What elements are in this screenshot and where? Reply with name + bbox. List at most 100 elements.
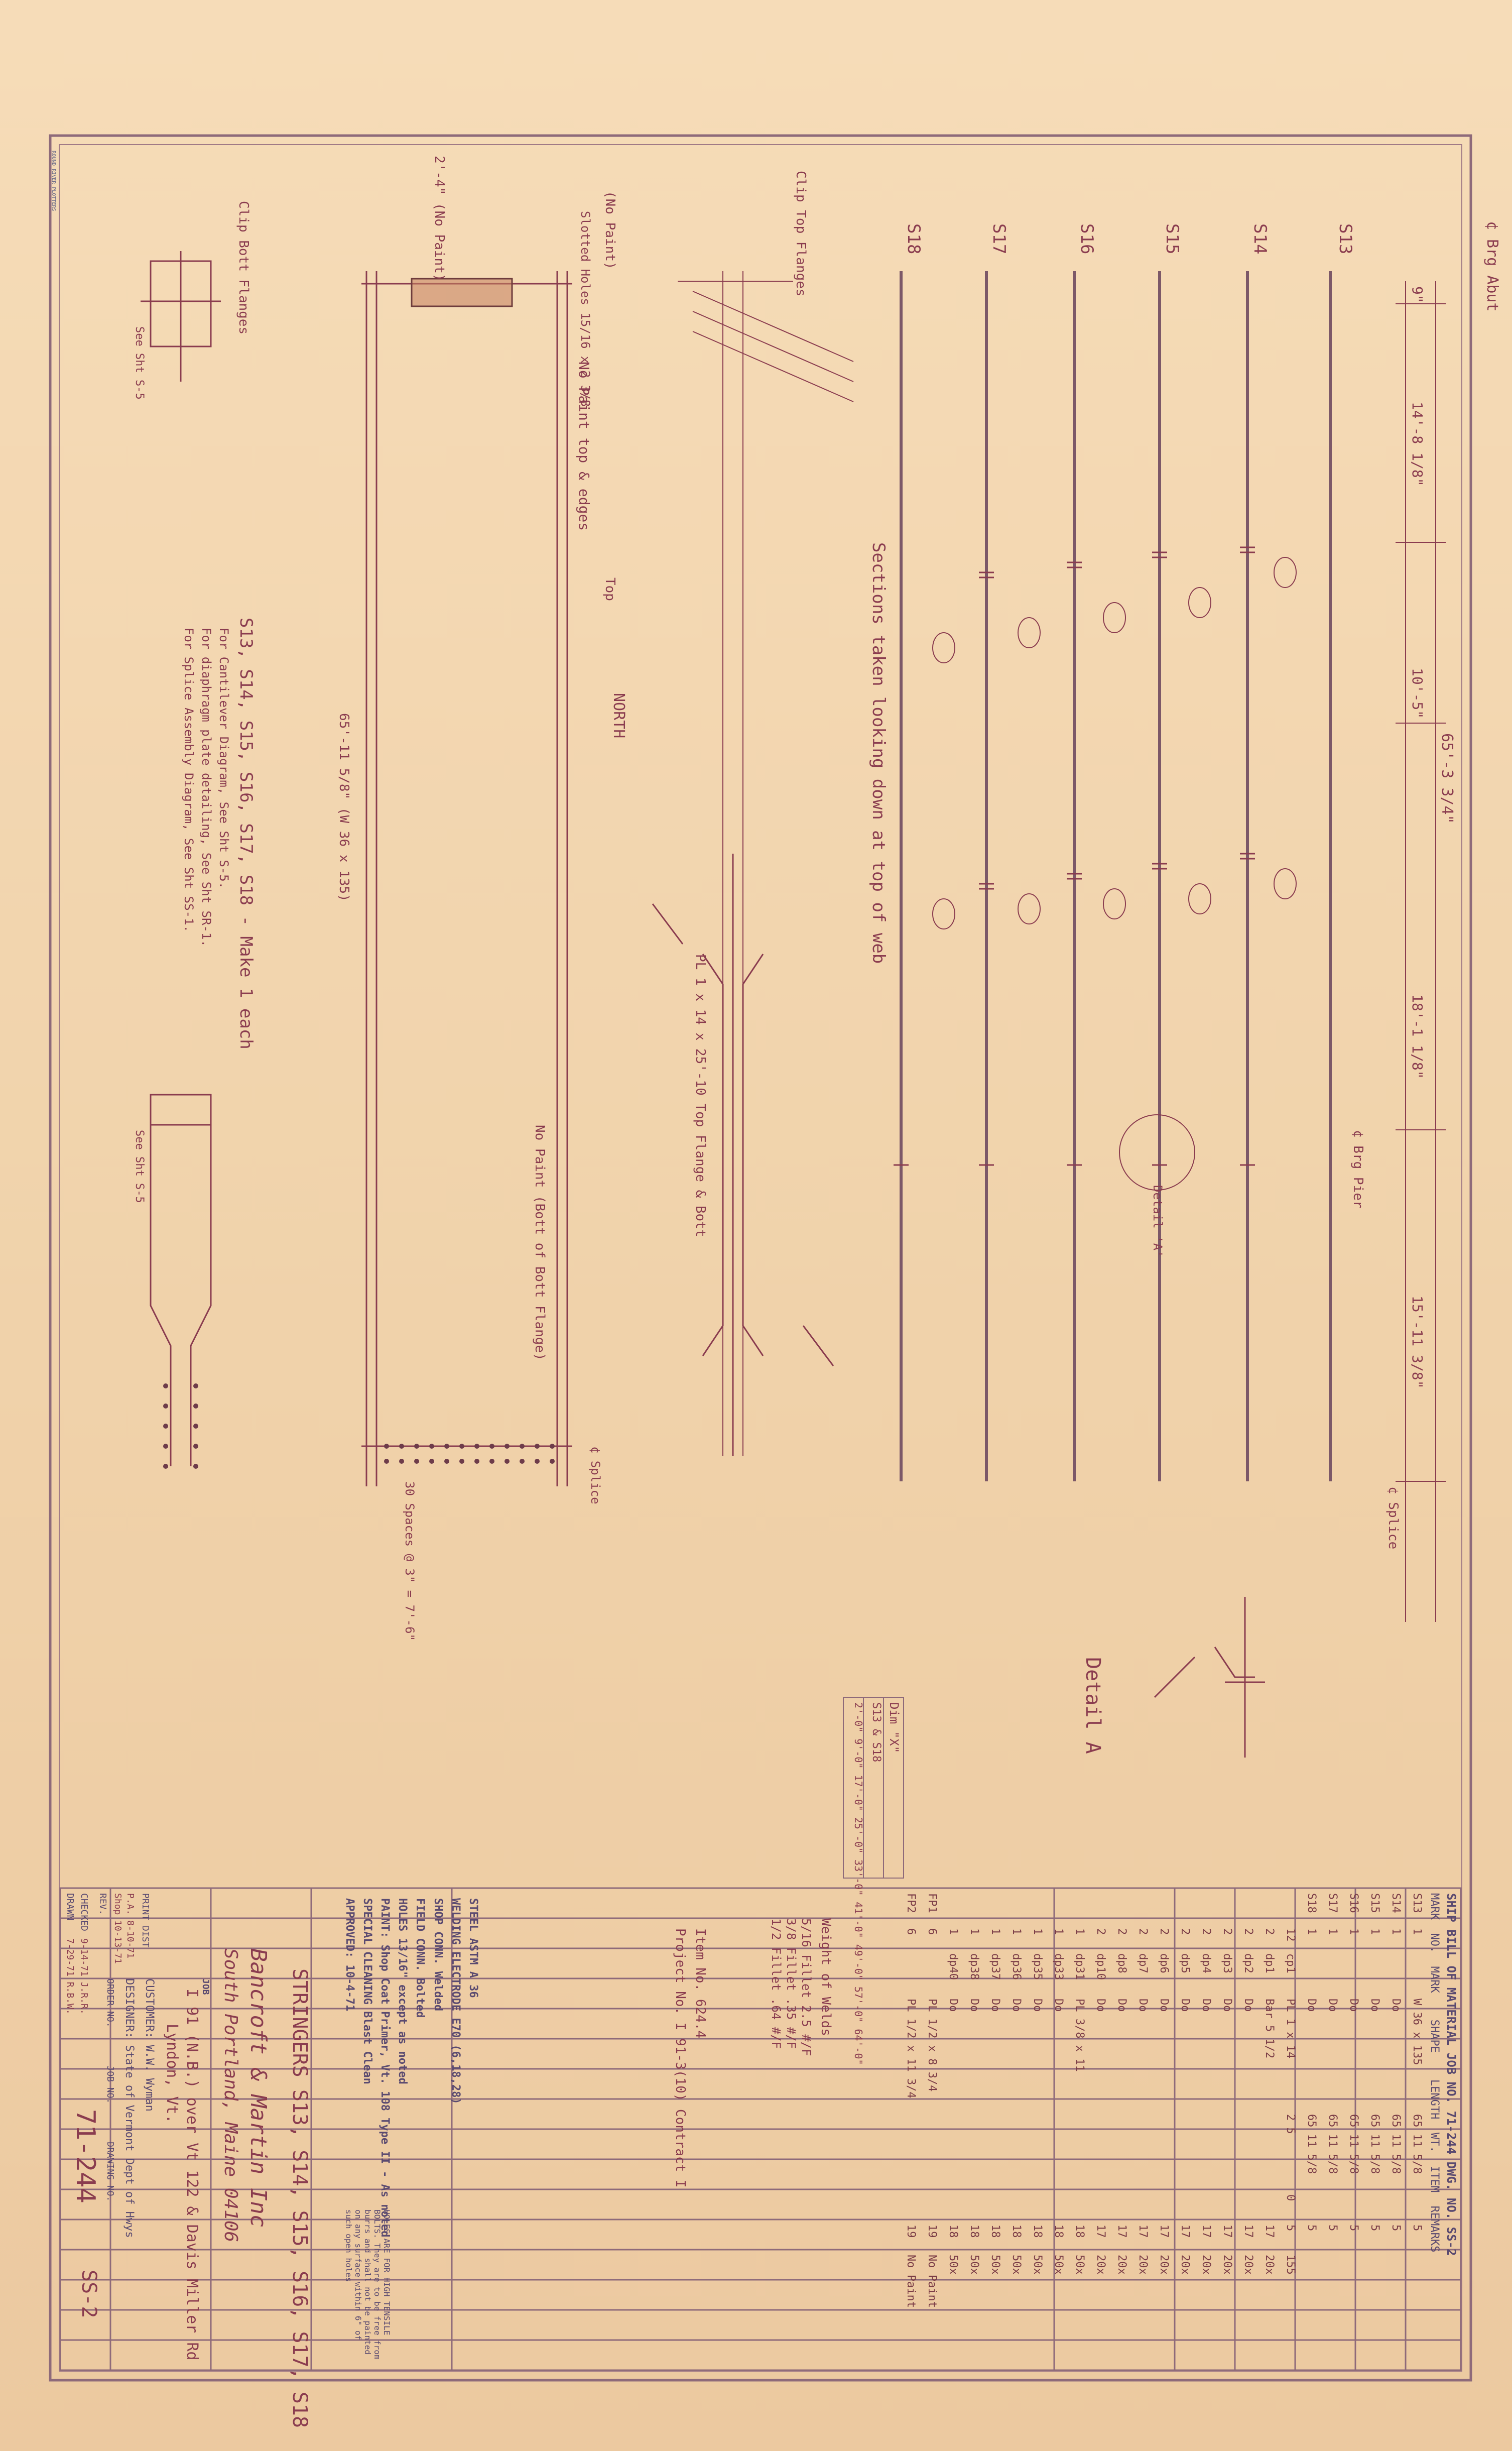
slotted-holes-note: Slotted Holes 15/16 x 2 3/8 <box>578 211 592 407</box>
stringer-mark-s18: S18 <box>904 223 924 255</box>
note-line: SPECIAL CLEANING Blast Clean <box>360 1898 373 2084</box>
bom-cell: 1 <box>1411 1928 1423 1935</box>
stringer-mark-s17: S17 <box>989 223 1009 255</box>
clip-bott-note: Clip Bott Flanges <box>236 201 251 335</box>
bom-cell: 19 <box>926 2225 938 2238</box>
bom-cell: 50x <box>989 2255 1001 2275</box>
bom-weight-welds: Weight of Welds <box>818 1918 833 2036</box>
dim-value: 49'-0" <box>852 1944 864 1980</box>
bom-cell: 2 <box>1137 1928 1149 1935</box>
bom-row: S151Do65 11 5/85 <box>1368 1893 1381 2355</box>
bom-row: 1dp40Do1850x <box>947 1893 959 2355</box>
bom-cell: Do <box>1115 1999 1128 2012</box>
bom-cell: Do <box>1368 1999 1381 2012</box>
designer-line: DESIGNER: State of Vermont Dept of Hwys <box>123 1978 136 2238</box>
bom-cell: 17 <box>1200 2225 1212 2238</box>
bom-cell: No Paint <box>926 2255 938 2308</box>
checked-label: CHECKED <box>79 1893 89 1931</box>
see-sht-top: See Sht S-5 <box>133 326 146 400</box>
bom-row: S161Do65 11 5/85 <box>1347 1893 1360 2355</box>
bom-col: NO. <box>1428 1933 1441 1953</box>
print-dist-line: Shop 10-13-71 <box>112 1893 123 1964</box>
bom-col: ITEM <box>1428 2166 1441 2193</box>
dim-table-subtitle: S13 & S18 <box>870 1702 883 1763</box>
bom-cell: dp8 <box>1115 1953 1128 1973</box>
dim-value: 2'-0" <box>852 1702 864 1733</box>
dim-value: 9'-0" <box>852 1738 864 1769</box>
bom-row: 2dp2Do1720x <box>1242 1893 1254 2355</box>
bom-row: 2dp4Do1720x <box>1200 1893 1212 2355</box>
bom-cell: dp38 <box>968 1953 980 1980</box>
bom-cell: 17 <box>1115 2225 1128 2238</box>
stringer-mark-s15: S15 <box>1162 223 1182 255</box>
top-label: Top <box>602 577 617 601</box>
bom-cell: S17 <box>1326 1893 1339 1913</box>
bom-cell: dp5 <box>1179 1953 1191 1973</box>
bom-cell: S14 <box>1390 1893 1402 1913</box>
note-line: HOLES 13/16" except as noted <box>396 1898 409 2084</box>
note-line: PAINT: Shop Coat Primer, Vt. 108 Type II… <box>379 1898 392 2238</box>
notes-block: STEEL ASTM A 36 WELDING ELECTRODE E70 (6… <box>341 1898 482 2238</box>
bom-cell: 18 <box>968 2225 980 2238</box>
ref-note-2: For diaphragm plate detailing, See Sht S… <box>199 628 213 947</box>
bom-weight-row: 1/2 Fillet .64 #/F <box>769 1918 783 2049</box>
bom-row: 2dp8Do1720x <box>1115 1893 1128 2355</box>
bom-cell: dp2 <box>1242 1953 1254 1973</box>
bom-cell: 18 <box>947 2225 959 2238</box>
bom-row: FP26PL 1/2 x 11 3/419No Paint <box>905 1893 917 2355</box>
bom-cell: 20x <box>1137 2255 1149 2275</box>
bom-cell: Do <box>1347 1999 1360 2012</box>
bom-cell: dp7 <box>1137 1953 1149 1973</box>
bom-cell: dp36 <box>1010 1953 1023 1980</box>
bom-cell: Do <box>1305 1999 1318 2012</box>
customer-line: CUSTOMER: W.W. Wyman <box>143 1978 156 2112</box>
bom-cell: 1 <box>1390 1928 1402 1935</box>
bom-cell: 20x <box>1179 2255 1191 2275</box>
bom-cell: dp33 <box>1052 1953 1065 1980</box>
bom-row: 1dp38Do1850x <box>968 1893 980 2355</box>
plate-note: PL 1 x 14 x 25'-10 Top Flange & Bott <box>693 954 708 1237</box>
stringer-mark-s13: S13 <box>1335 223 1355 255</box>
bom-cell: dp3 <box>1221 1953 1233 1973</box>
pier-label: ¢ Brg Pier <box>1350 1130 1365 1209</box>
bom-cell: dp10 <box>1094 1953 1107 1980</box>
bom-row: 2dp5Do1720x <box>1179 1893 1191 2355</box>
bom-cell: 18 <box>1073 2225 1086 2238</box>
ref-note-1: For Cantilever Diagram, See Sht S-5. <box>217 628 231 889</box>
bom-cell: 1 <box>1305 1928 1318 1935</box>
print-dist-label: PRINT DIST <box>140 1893 151 1948</box>
bom-cell: 18 <box>989 2225 1001 2238</box>
print-dist-line: P.A. 8-10-71 <box>125 1893 136 1959</box>
order-label: ORDER NO. JOB NO. DRAWING NO. <box>105 1978 115 2201</box>
bom-cell: 17 <box>1221 2225 1233 2238</box>
bom-row: S181Do65 11 5/85 <box>1305 1893 1318 2355</box>
bom-cell: 17 <box>1158 2225 1170 2238</box>
bom-cell: 1 <box>1073 1928 1086 1935</box>
bom-item-line: Item No. 624.4 <box>693 1928 708 2039</box>
make-note: S13, S14, S15, S16, S17, S18 - Make 1 ea… <box>236 618 256 1049</box>
bom-cell: 5 <box>1326 2225 1339 2232</box>
bom-cell: Do <box>1158 1999 1170 2012</box>
bom-cell: dp40 <box>947 1953 959 1980</box>
bom-cell: 6 <box>926 1928 938 1935</box>
dim-value: 25'-0" <box>852 1817 864 1854</box>
bom-row: 2dp3Do1720x <box>1221 1893 1233 2355</box>
title-line: STRINGERS S13, S14, S15, S16, S17, S18 <box>288 1968 311 2428</box>
bom-cell: 1 <box>1368 1928 1381 1935</box>
clip-top-note: Clip Top Flanges <box>793 171 808 297</box>
bom-col: WT. <box>1428 2132 1441 2153</box>
bom-cell: dp6 <box>1158 1953 1170 1973</box>
bom-col: SHAPE <box>1428 2019 1441 2053</box>
bom-col: REMARKS <box>1428 2205 1441 2253</box>
bom-cell: 17 <box>1094 2225 1107 2238</box>
bom-cell: 20x <box>1263 2255 1276 2275</box>
bom-cell: Do <box>1221 1999 1233 2012</box>
bom-cell: Do <box>968 1999 980 2012</box>
order-no-label: ORDER NO. <box>105 1978 115 2028</box>
dim-table-values: 2'-0" 9'-0" 17'-0" 25'-0" 33'-0" 41'-0" … <box>852 1702 864 2065</box>
bom-row: S131W 36 x 13565 11 5/85 <box>1411 1893 1423 2355</box>
stringer-mark-s16: S16 <box>1077 223 1097 255</box>
drawn-label: DRAWN <box>65 1893 75 1921</box>
bom-cell: 12 <box>1284 1928 1297 1942</box>
north-label: NORTH <box>610 693 627 739</box>
